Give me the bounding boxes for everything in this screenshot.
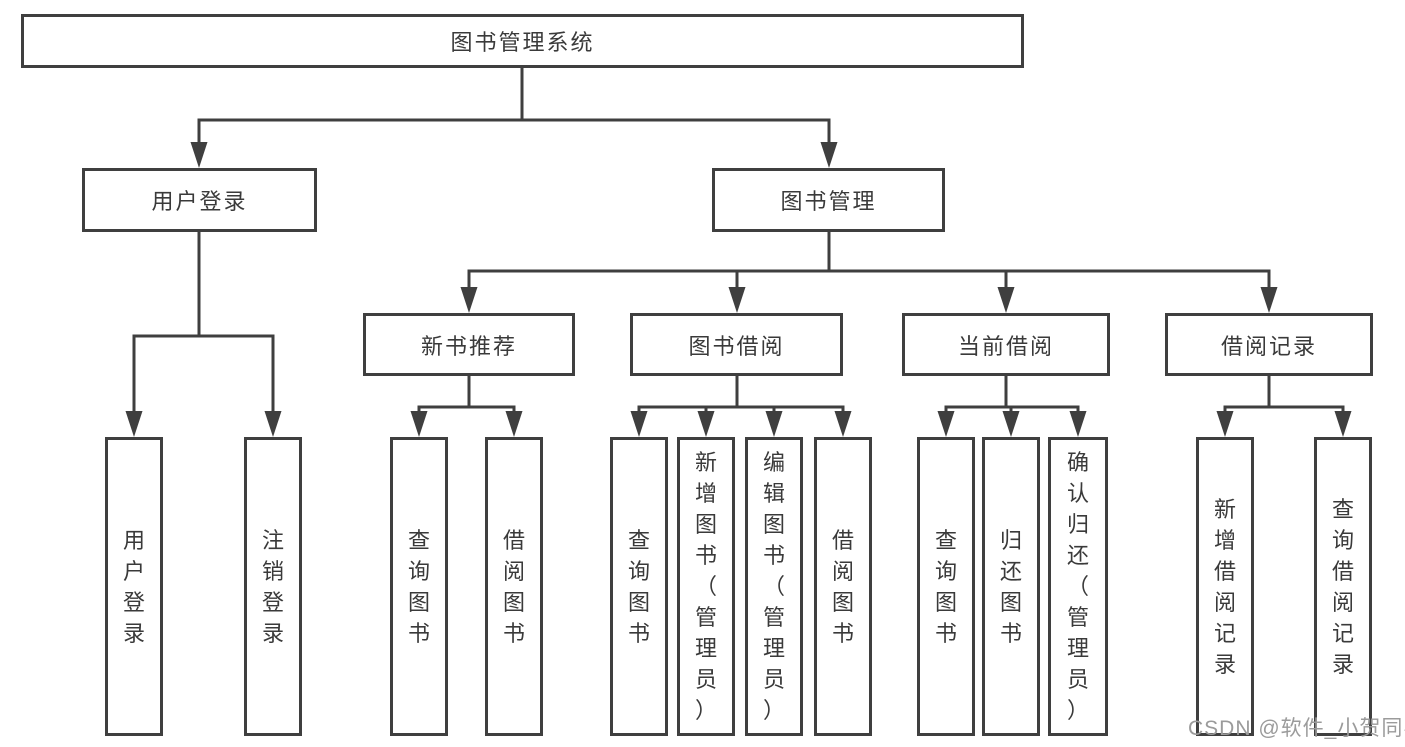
leaf-add-books-admin: 新增图书（管理员） [677, 437, 735, 736]
node-current-borrow-label: 当前借阅 [957, 333, 1054, 359]
leaf-user-login-label: 用户登录 [122, 527, 145, 646]
leaf-query-books-recommend: 查询图书 [390, 437, 448, 736]
leaf-logout: 注销登录 [244, 437, 302, 736]
node-book-borrow-label: 图书借阅 [688, 333, 785, 359]
leaf-query-books-current-label: 查询图书 [934, 527, 957, 646]
leaf-query-books-borrow-label: 查询图书 [627, 527, 650, 646]
leaf-borrow-books-recommend-label: 借阅图书 [502, 527, 525, 646]
node-new-book-recommend-label: 新书推荐 [420, 333, 517, 359]
connector-root-to-level2 [190, 68, 838, 168]
leaf-edit-books-admin: 编辑图书（管理员） [745, 437, 803, 736]
leaf-return-books-label: 归还图书 [999, 527, 1022, 646]
connector-current-borrow-to-leaves [937, 376, 1087, 437]
connector-borrow-records-to-leaves [1216, 376, 1352, 437]
node-borrow-records: 借阅记录 [1165, 313, 1373, 376]
node-current-borrow: 当前借阅 [902, 313, 1110, 376]
leaf-borrow-books-recommend: 借阅图书 [485, 437, 543, 736]
connector-book-borrow-to-leaves [630, 376, 852, 437]
leaf-return-books: 归还图书 [982, 437, 1040, 736]
leaf-add-borrow-record: 新增借阅记录 [1196, 437, 1254, 736]
connector-new-book-recommend-to-leaves [410, 376, 523, 437]
leaf-borrow-books: 借阅图书 [814, 437, 872, 736]
leaf-query-books-current: 查询图书 [917, 437, 975, 736]
node-user-login-label: 用户登录 [151, 189, 248, 214]
leaf-logout-label: 注销登录 [261, 527, 284, 646]
node-new-book-recommend: 新书推荐 [363, 313, 575, 376]
leaf-confirm-return-admin-label: 确认归还（管理员） [1066, 450, 1089, 723]
leaf-query-borrow-record-label: 查询借阅记录 [1331, 496, 1354, 677]
node-borrow-records-label: 借阅记录 [1220, 333, 1317, 359]
connector-book-management-to-level3 [460, 232, 1278, 313]
node-book-management: 图书管理 [712, 168, 945, 232]
leaf-confirm-return-admin: 确认归还（管理员） [1048, 437, 1108, 736]
leaf-add-books-admin-label: 新增图书（管理员） [694, 450, 717, 723]
leaf-user-login: 用户登录 [105, 437, 163, 736]
leaf-query-borrow-record: 查询借阅记录 [1314, 437, 1372, 736]
connector-user-login-to-leaves [125, 232, 282, 437]
node-library-system-label: 图书管理系统 [450, 30, 595, 55]
leaf-query-books-borrow: 查询图书 [610, 437, 668, 736]
node-book-management-label: 图书管理 [780, 189, 877, 214]
leaf-query-books-recommend-label: 查询图书 [407, 527, 430, 646]
csdn-watermark: CSDN @软件_小贺同学 [1188, 717, 1405, 740]
node-user-login: 用户登录 [82, 168, 317, 232]
leaf-borrow-books-label: 借阅图书 [831, 527, 854, 646]
node-book-borrow: 图书借阅 [630, 313, 843, 376]
node-library-system: 图书管理系统 [21, 14, 1024, 68]
leaf-edit-books-admin-label: 编辑图书（管理员） [762, 450, 785, 723]
leaf-add-borrow-record-label: 新增借阅记录 [1213, 496, 1236, 677]
